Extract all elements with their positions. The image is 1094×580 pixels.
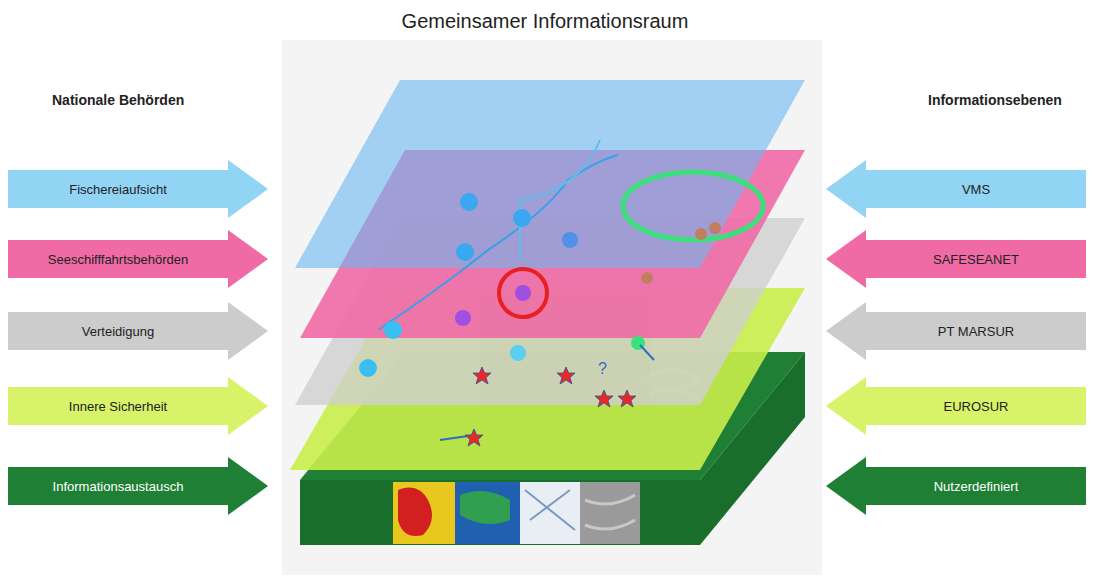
arrow-fill [826, 302, 1086, 360]
arrow-fill [8, 302, 268, 360]
authority-arrow: Fischereiaufsicht [8, 160, 268, 218]
vms-layer [295, 80, 805, 268]
arrow-text: EUROSUR [866, 387, 1086, 425]
arrow-text: Innere Sicherheit [8, 387, 228, 425]
authority-arrow: Innere Sicherheit [8, 377, 268, 435]
arrow-text: Seeschifffahrtsbehörden [8, 240, 228, 278]
arrow-fill [826, 230, 1086, 288]
backdrop [282, 40, 822, 575]
arrow-text: Verteidigung [8, 312, 228, 350]
arrow-text: SAFESEANET [866, 240, 1086, 278]
authority-arrow: Seeschifffahrtsbehörden [8, 230, 268, 288]
arrow-fill [826, 160, 1086, 218]
layer-arrow: Nutzerdefiniert [826, 457, 1086, 515]
authority-arrow: Informationsaustausch [8, 457, 268, 515]
column-heading: Informationsebenen [928, 92, 1062, 108]
arrow-text: VMS [866, 170, 1086, 208]
arrow-text: Informationsaustausch [8, 467, 228, 505]
arrow-fill [8, 230, 268, 288]
arrow-text: PT MARSUR [866, 312, 1086, 350]
arrow-fill [826, 377, 1086, 435]
map-symbol-label: ? [598, 360, 607, 378]
arrow-text: Fischereiaufsicht [8, 170, 228, 208]
arrow-text: Nutzerdefiniert [866, 467, 1086, 505]
arrow-fill [826, 457, 1086, 515]
arrow-fill [8, 457, 268, 515]
arrow-fill [8, 160, 268, 218]
layer-arrow: EUROSUR [826, 377, 1086, 435]
layer-symbols [359, 140, 763, 446]
column-heading: Nationale Behörden [52, 92, 184, 108]
arrow-shape [826, 160, 1086, 218]
diagram-title: Gemeinsamer Informationsraum [402, 10, 689, 33]
arrow-fill [8, 377, 268, 435]
layer-arrow: VMS [826, 160, 1086, 218]
layer-arrow: PT MARSUR [826, 302, 1086, 360]
authority-arrow: Verteidigung [8, 302, 268, 360]
layer-arrow: SAFESEANET [826, 230, 1086, 288]
